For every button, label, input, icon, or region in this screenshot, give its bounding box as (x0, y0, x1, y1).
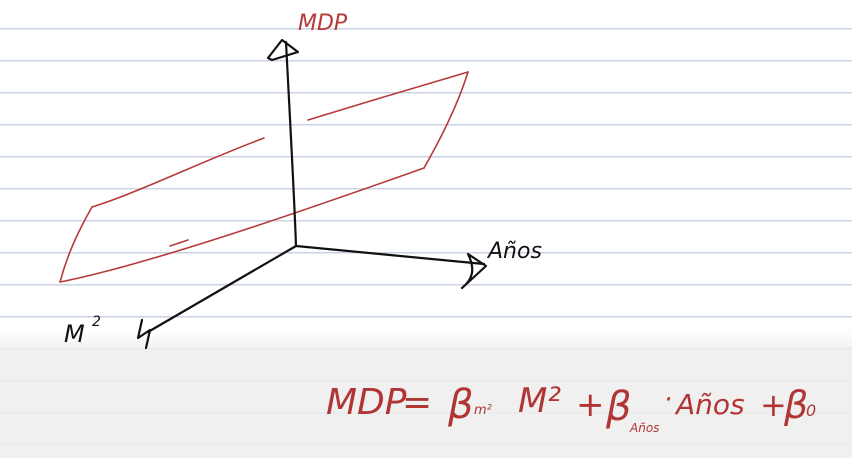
left-arrowhead (136, 318, 152, 350)
regression-plane (59, 71, 469, 283)
regression-equation: MDP = β m² M² + β Años · Años + β 0 (326, 381, 816, 435)
left-axis-label-superscript: 2 (92, 314, 101, 330)
lower-shaded-band (0, 330, 852, 458)
left-axis-label: M (64, 320, 85, 348)
equation-term-m2: M² (518, 381, 561, 421)
vertical-axis-label: MDP (298, 11, 348, 36)
equation-lhs: MDP (326, 382, 407, 423)
axes (136, 38, 488, 350)
equation-beta-anos-subscript: Años (629, 421, 659, 435)
equation-beta-zero-subscript: 0 (806, 401, 816, 420)
equation-beta-anos: β (605, 384, 632, 430)
plane-back-edge-left (91, 137, 265, 208)
right-arrowhead (460, 252, 488, 290)
vertical-axis (284, 40, 298, 248)
equation-beta-zero: β (783, 383, 808, 427)
right-axis-label: Años (486, 239, 542, 264)
plane-left-edge (59, 206, 93, 283)
plane-front-edge (59, 167, 425, 283)
equation-term-anos: Años (674, 388, 745, 421)
plane-back-edge-right (307, 71, 469, 121)
equation-beta-m2: β (447, 382, 474, 428)
equation-plus-2: + (760, 386, 787, 424)
left-axis (146, 244, 298, 334)
equation-dot: · (664, 385, 672, 415)
plane-right-edge (423, 71, 469, 169)
equation-equals: = (402, 382, 432, 423)
equation-plus-1: + (576, 385, 605, 425)
plane-surface-mark (169, 239, 189, 247)
equation-beta-m2-subscript: m² (474, 403, 492, 418)
right-axis (294, 244, 486, 266)
vertical-arrowhead (266, 38, 300, 62)
